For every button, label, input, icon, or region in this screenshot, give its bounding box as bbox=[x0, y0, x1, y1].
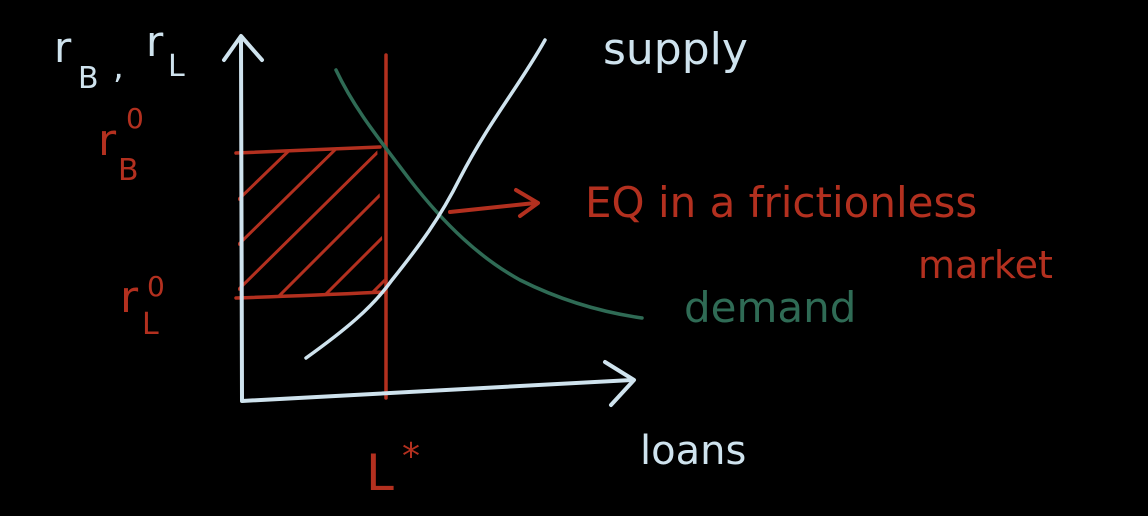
equilibrium-arrow bbox=[448, 201, 537, 214]
lstar-label: L * bbox=[366, 436, 420, 502]
y-axis-label: r B , r L bbox=[54, 17, 185, 96]
supply-label: supply bbox=[603, 24, 748, 75]
annotation-line1: EQ in a frictionless bbox=[585, 178, 977, 227]
y-label-rL-r: r bbox=[146, 17, 164, 66]
rB0-sub: B bbox=[118, 153, 139, 188]
supply-curve bbox=[304, 38, 547, 360]
annotation-line2: market bbox=[918, 243, 1053, 287]
y-label-rB-r: r bbox=[54, 23, 72, 72]
x-axis-arrow-icon bbox=[603, 360, 636, 407]
y-label-rB-sub: B bbox=[78, 61, 99, 96]
y-axis-arrow-icon bbox=[222, 34, 264, 62]
rB0-horizontal-line bbox=[234, 145, 382, 155]
demand-label: demand bbox=[684, 283, 856, 332]
x-axis-label: loans bbox=[640, 428, 746, 474]
rB0-r: r bbox=[98, 115, 117, 166]
y-axis bbox=[239, 38, 244, 402]
rB0-label: r 0 B bbox=[98, 102, 144, 188]
rB0-sup: 0 bbox=[126, 102, 144, 135]
lstar-L: L bbox=[366, 444, 394, 502]
rL0-sup: 0 bbox=[147, 270, 165, 303]
y-label-rL-sub: L bbox=[168, 49, 185, 84]
demand-curve bbox=[334, 68, 644, 320]
equilibrium-arrow-head-icon bbox=[514, 188, 540, 218]
rL0-r: r bbox=[120, 272, 139, 323]
y-label-comma: , bbox=[113, 47, 124, 87]
rL0-horizontal-line bbox=[234, 290, 388, 300]
lstar-star: * bbox=[402, 436, 420, 477]
x-axis bbox=[240, 378, 634, 403]
rL0-label: r 0 L bbox=[120, 270, 165, 342]
rL0-sub: L bbox=[142, 307, 159, 342]
